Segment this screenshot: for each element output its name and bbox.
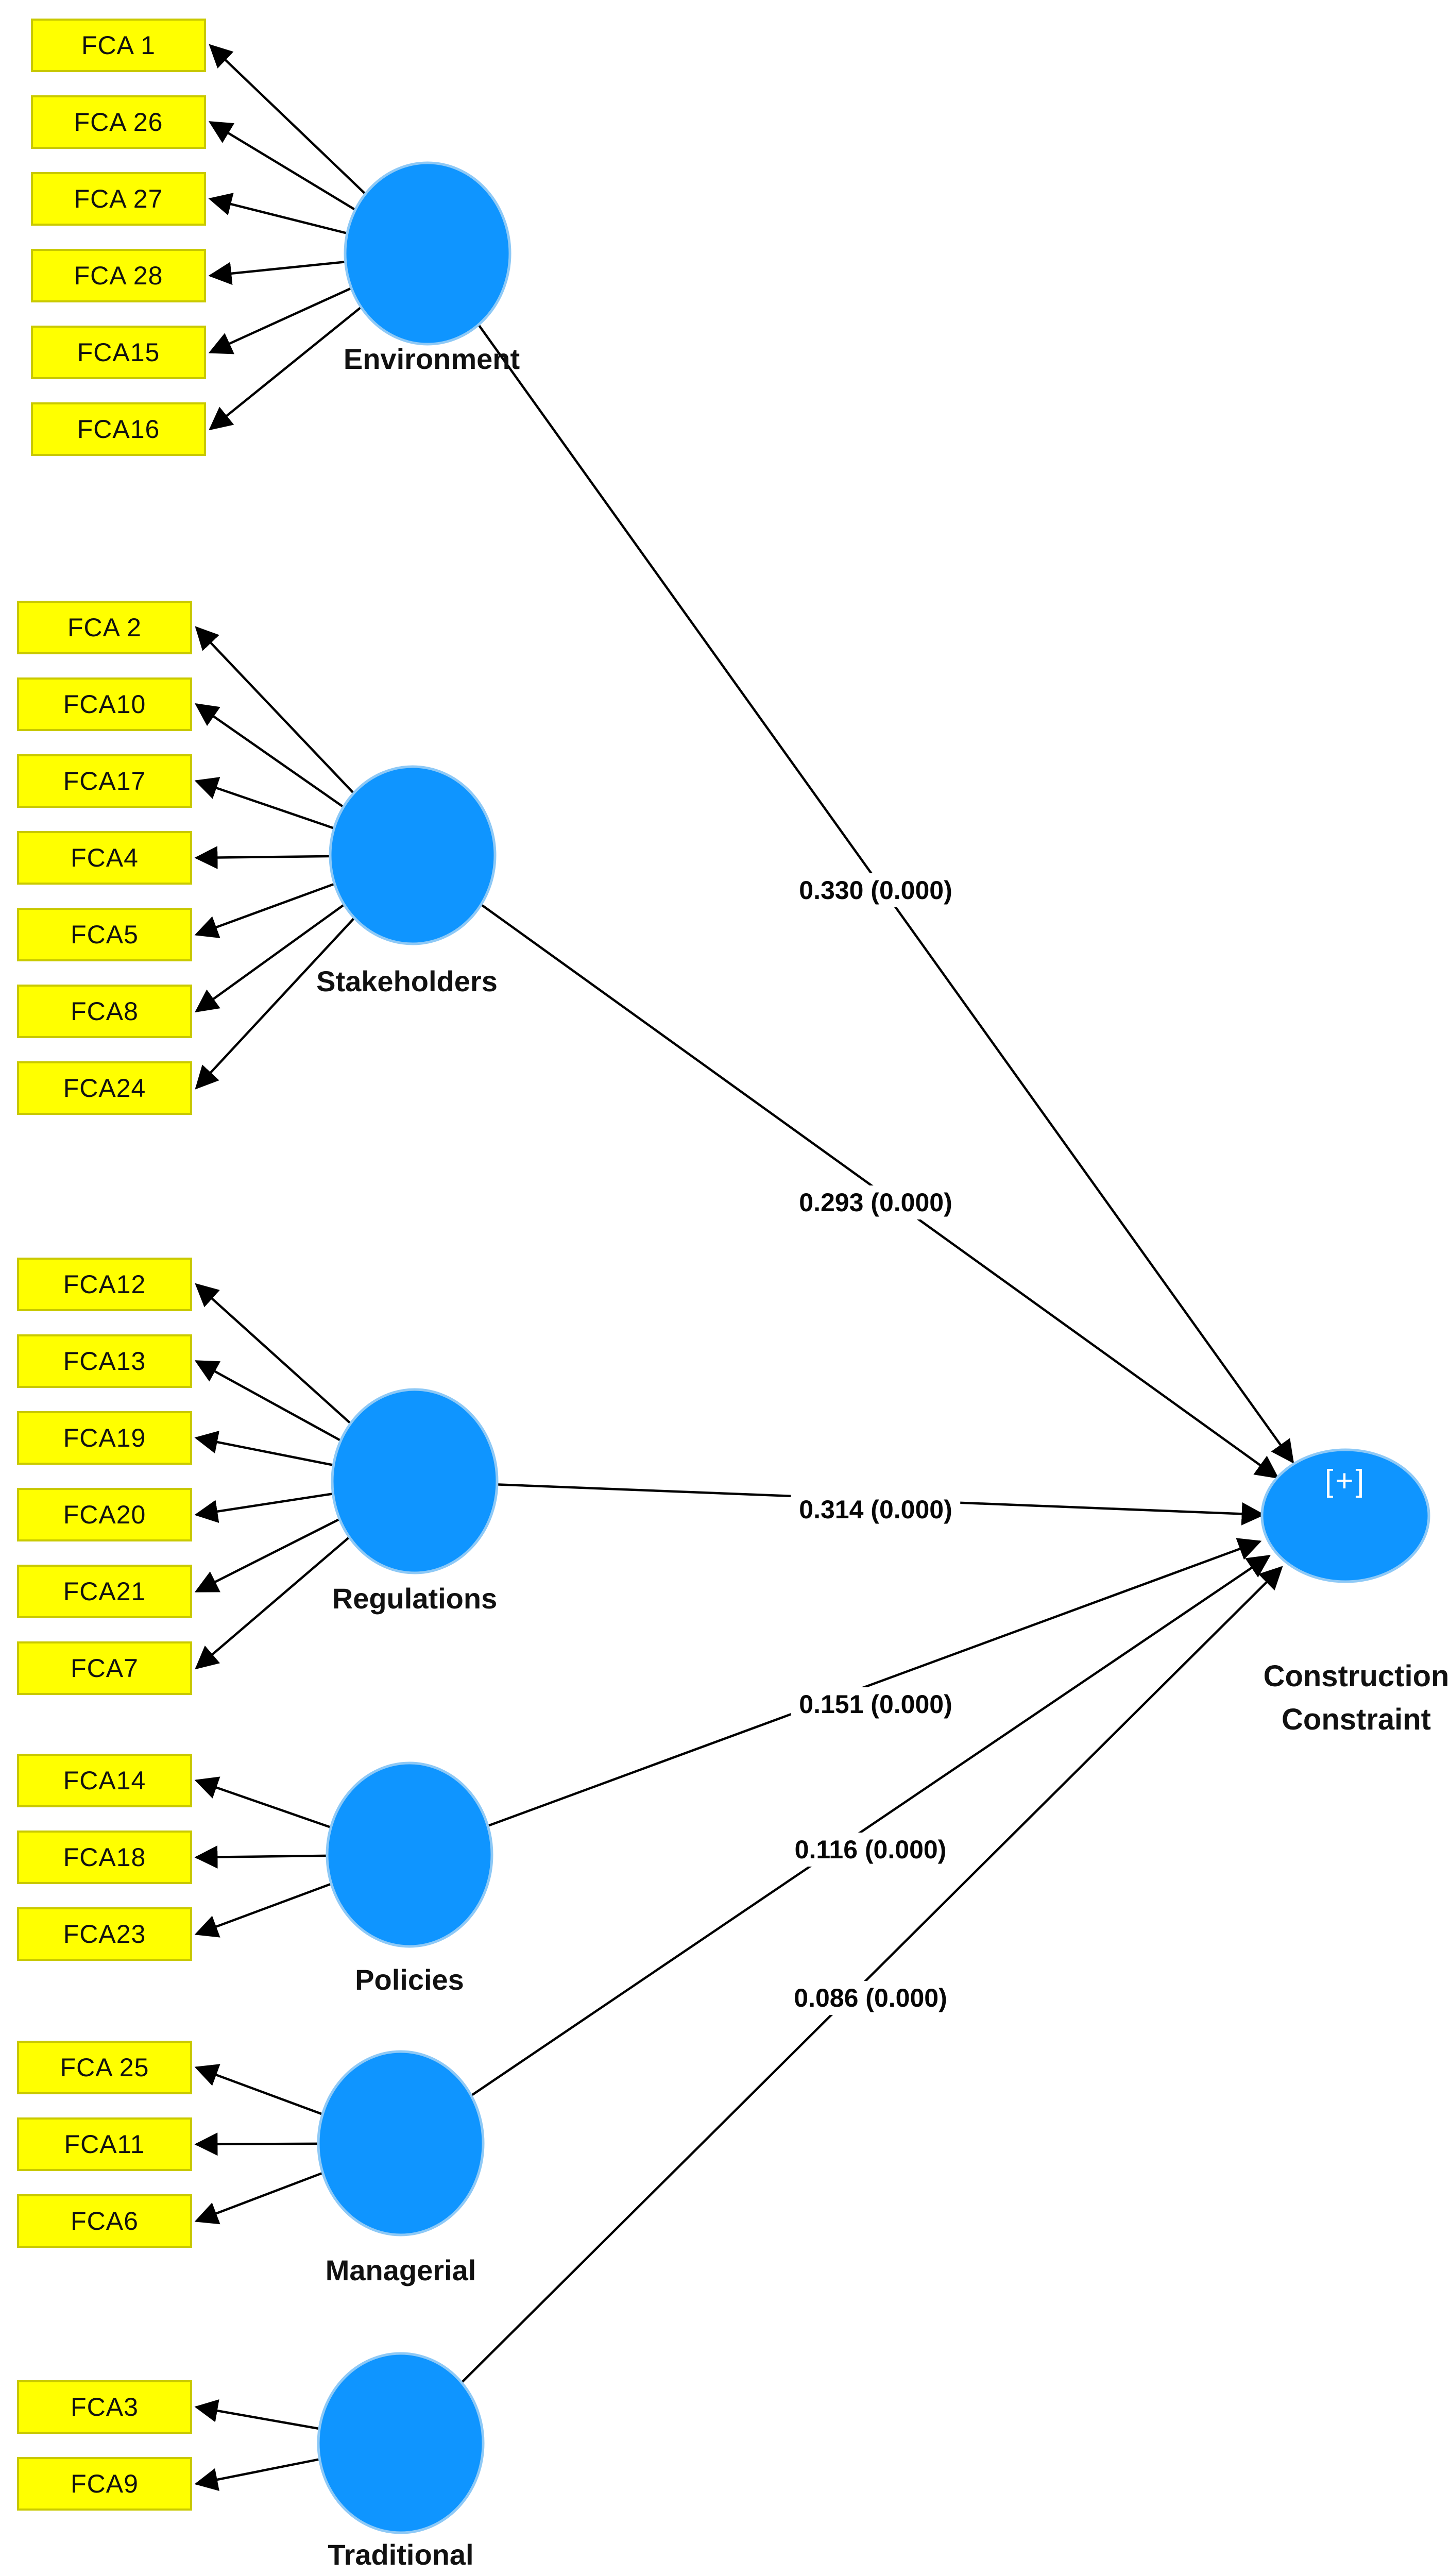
latent-node-managerial xyxy=(317,2050,485,2236)
latent-node-policies xyxy=(326,1761,493,1948)
latent-node-construction-constraint xyxy=(1260,1448,1430,1583)
construct-label-stakeholders: Stakeholders xyxy=(211,960,603,1003)
indicator-box-fca5: FCA5 xyxy=(17,908,192,961)
indicator-box-fca8: FCA8 xyxy=(17,985,192,1038)
structural-arrow-stakeholders xyxy=(412,854,1279,1479)
indicator-box-fca13: FCA13 xyxy=(17,1334,192,1388)
latent-node-stakeholders xyxy=(329,765,497,945)
latent-node-regulations xyxy=(331,1388,499,1574)
construct-label-policies: Policies xyxy=(214,1959,605,2001)
indicator-box-fca17: FCA17 xyxy=(17,754,192,808)
indicator-box-fca-2: FCA 2 xyxy=(17,601,192,654)
nodes-layer xyxy=(317,161,1430,2534)
indicator-box-fca6: FCA6 xyxy=(17,2194,192,2248)
indicator-box-fca-1: FCA 1 xyxy=(31,19,206,72)
indicator-box-fca-27: FCA 27 xyxy=(31,172,206,226)
construct-label-line: Stakeholders xyxy=(316,965,498,997)
coefficient-label-regulations: 0.314 (0.000) xyxy=(791,1493,961,1527)
indicator-box-fca18: FCA18 xyxy=(17,1831,192,1884)
dependent-label-line: Construction xyxy=(1263,1659,1449,1693)
construct-label-managerial: Managerial xyxy=(205,2249,596,2292)
construct-label-line: Regulations xyxy=(332,1582,498,1615)
coefficient-label-environment: 0.330 (0.000) xyxy=(791,873,961,907)
indicator-box-fca7: FCA7 xyxy=(17,1641,192,1695)
indicator-box-fca10: FCA10 xyxy=(17,677,192,731)
indicator-box-fca12: FCA12 xyxy=(17,1258,192,1311)
indicator-box-fca4: FCA4 xyxy=(17,831,192,885)
construct-label-regulations: Regulations xyxy=(219,1578,610,1620)
indicator-box-fca21: FCA21 xyxy=(17,1565,192,1618)
coefficient-label-stakeholders: 0.293 (0.000) xyxy=(791,1185,961,1219)
indicator-box-fca20: FCA20 xyxy=(17,1488,192,1541)
construct-label-traditional-beliefs-and-ownership: Traditionalbeliefs andownership xyxy=(205,2534,596,2576)
indicator-box-fca-28: FCA 28 xyxy=(31,249,206,302)
indicator-box-fca24: FCA24 xyxy=(17,1061,192,1115)
plus-badge: [+] xyxy=(1324,1463,1367,1498)
dependent-label-line: Constraint xyxy=(1282,1703,1431,1736)
latent-node-traditional-beliefs-and-ownership xyxy=(317,2352,485,2534)
coefficient-label-traditional-beliefs-and-ownership: 0.086 (0.000) xyxy=(786,1981,956,2015)
indicator-box-fca19: FCA19 xyxy=(17,1411,192,1465)
indicator-box-fca-26: FCA 26 xyxy=(31,95,206,149)
construct-label-line: Policies xyxy=(355,1963,464,1996)
indicator-box-fca9: FCA9 xyxy=(17,2457,192,2511)
construct-label-line: Managerial xyxy=(325,2254,476,2286)
structural-arrow-environment xyxy=(427,252,1294,1464)
indicator-box-fca3: FCA3 xyxy=(17,2380,192,2434)
indicator-box-fca15: FCA15 xyxy=(31,326,206,379)
construct-label-environment: Environment xyxy=(236,338,627,380)
indicator-box-fca23: FCA23 xyxy=(17,1907,192,1961)
indicator-box-fca16: FCA16 xyxy=(31,402,206,456)
construct-label-line: Traditional xyxy=(328,2538,474,2571)
coefficient-label-managerial: 0.116 (0.000) xyxy=(786,1833,955,1867)
coefficient-label-policies: 0.151 (0.000) xyxy=(791,1687,961,1721)
indicator-box-fca11: FCA11 xyxy=(17,2117,192,2171)
indicator-box-fca-25: FCA 25 xyxy=(17,2041,192,2094)
latent-node-environment xyxy=(344,161,511,346)
indicator-box-fca14: FCA14 xyxy=(17,1754,192,1807)
construct-label-line: Environment xyxy=(343,343,520,375)
